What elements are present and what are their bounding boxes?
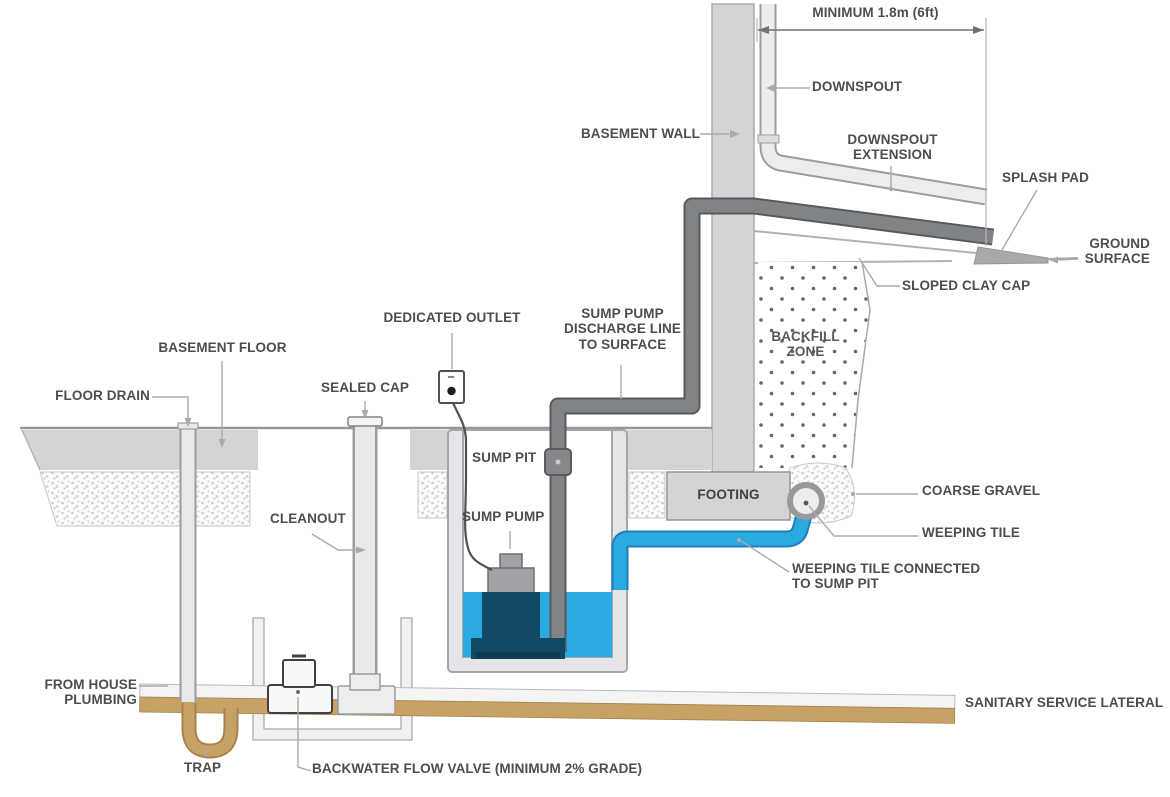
label-floor-drain: FLOOR DRAIN xyxy=(55,388,150,403)
label-from-house-plumbing: FROM HOUSE PLUMBING xyxy=(44,677,137,708)
trap-shape xyxy=(181,703,239,759)
label-downspout-extension: DOWNSPOUT EXTENSION xyxy=(847,132,938,163)
floor-drain-pipe xyxy=(177,422,199,702)
downspout-pipe xyxy=(757,4,988,206)
label-trap: TRAP xyxy=(184,760,222,775)
sump-pump-shape xyxy=(471,553,565,659)
cleanout-tee-fitting xyxy=(337,673,396,715)
label-backwater-valve: BACKWATER FLOW VALVE (MINIMUM 2% GRADE) xyxy=(312,761,643,776)
label-splash-pad: SPLASH PAD xyxy=(1002,170,1090,185)
basement-wall-shape xyxy=(711,3,755,473)
label-dedicated-outlet: DEDICATED OUTLET xyxy=(383,310,521,325)
label-weeping-tile: WEEPING TILE xyxy=(922,525,1020,540)
label-minimum-clearance: MINIMUM 1.8m (6ft) xyxy=(812,5,939,20)
label-basement-wall: BASEMENT WALL xyxy=(580,126,700,141)
label-weeping-tile-connected: WEEPING TILE CONNECTED TO SUMP PIT xyxy=(792,561,981,592)
weeping-tile-pipe xyxy=(611,505,815,590)
label-sump-pit: SUMP PIT xyxy=(472,450,537,465)
label-ground-surface: GROUND SURFACE xyxy=(1084,236,1150,267)
label-coarse-gravel: COARSE GRAVEL xyxy=(922,483,1041,498)
label-footing: FOOTING xyxy=(697,487,760,502)
label-sump-pump: SUMP PUMP xyxy=(462,509,545,524)
check-valve xyxy=(544,448,572,476)
leader-arrowheads xyxy=(184,84,1058,554)
gravel-under-floor xyxy=(39,471,666,527)
splash-pad-shape xyxy=(973,246,1049,265)
leader-lines xyxy=(139,87,1079,772)
backwater-valve-shape xyxy=(267,654,333,714)
backwater-valve-pit xyxy=(252,617,413,741)
dimension-minimum-clearance xyxy=(756,18,987,246)
label-sump-pump-discharge: SUMP PUMP DISCHARGE LINE TO SURFACE xyxy=(564,306,681,352)
label-sealed-cap: SEALED CAP xyxy=(320,380,409,395)
label-backfill-zone: BACKFILL ZONE xyxy=(771,329,840,360)
discharge-pipe xyxy=(549,197,995,652)
backfill-zone-shape xyxy=(758,261,871,469)
power-cord xyxy=(449,397,493,571)
label-sloped-clay-cap: SLOPED CLAY CAP xyxy=(902,278,1031,293)
dedicated-outlet-icon xyxy=(438,370,465,404)
label-cleanout: CLEANOUT xyxy=(270,511,346,526)
label-basement-floor: BASEMENT FLOOR xyxy=(158,340,287,355)
label-downspout: DOWNSPOUT xyxy=(812,79,903,94)
label-sanitary-service-lateral: SANITARY SERVICE LATERAL xyxy=(965,695,1164,710)
